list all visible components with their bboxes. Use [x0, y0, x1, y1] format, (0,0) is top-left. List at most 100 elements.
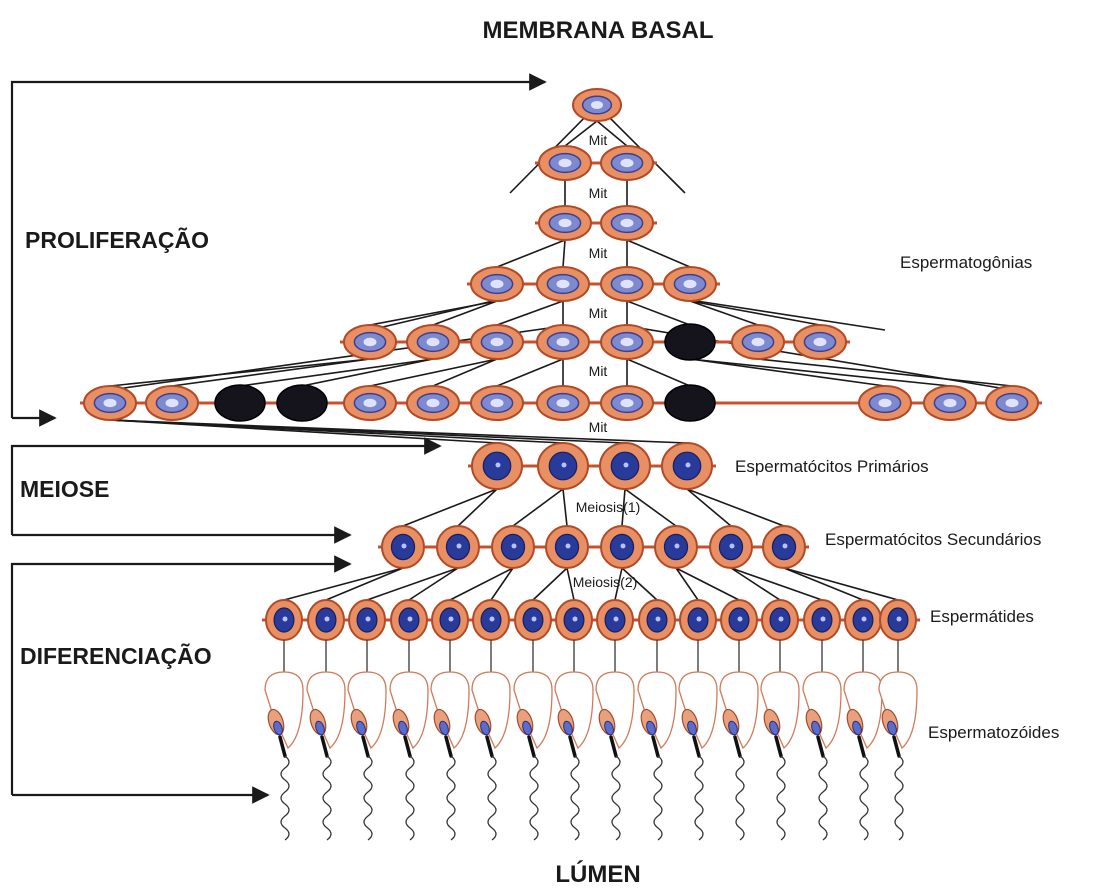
spermatid-cell — [679, 599, 717, 641]
lineage-line — [532, 567, 568, 601]
spermatozoon — [264, 640, 304, 841]
lineage-line — [408, 567, 459, 601]
spermatozoon — [802, 640, 842, 841]
lineage-line — [512, 488, 564, 527]
lineage-line — [689, 358, 886, 387]
spermatid-cell — [720, 599, 758, 641]
spermatogonium-cell — [536, 385, 590, 421]
lineage-line — [689, 300, 821, 326]
spermatogonium-cell — [600, 266, 654, 302]
lineage-line — [496, 239, 566, 268]
division-label-mitosis: Mit — [589, 305, 608, 321]
spermatozoon — [513, 640, 553, 841]
spermatogonium-cell — [600, 205, 654, 241]
spermatogonium-cell — [858, 385, 912, 421]
secondary-spermatocyte-cell — [762, 525, 806, 569]
spermatogonium-cell — [470, 266, 524, 302]
lineage-line — [614, 567, 623, 601]
lineage-line — [675, 567, 699, 601]
lineage-line — [626, 300, 691, 326]
lineage-line — [449, 567, 514, 601]
spermatozoon — [471, 640, 511, 841]
lineage-line — [621, 488, 626, 527]
spermatogonium-cell — [538, 145, 592, 181]
secondary-spermatocyte-cell — [436, 525, 480, 569]
bracket-arrow-to-basal — [10, 73, 547, 418]
division-label-mitosis: Mit — [589, 185, 608, 201]
spermatid-cell — [514, 599, 552, 641]
spermatozoon — [878, 640, 918, 841]
degenerating-cell — [276, 384, 328, 422]
spermatozoon — [678, 640, 718, 841]
lineage-line — [689, 300, 759, 326]
spermatogonium-cell — [536, 324, 590, 360]
spermatid-cell — [879, 599, 917, 641]
lineage-line — [402, 488, 498, 527]
lineage-line — [783, 567, 899, 601]
lineage-line — [686, 488, 732, 527]
spermatozoon — [389, 640, 429, 841]
spermatozoon — [843, 640, 883, 841]
lineage-line — [783, 567, 864, 601]
degenerating-cell — [664, 384, 716, 422]
lineage-line — [566, 567, 575, 601]
lineage-line — [626, 239, 691, 268]
spermatozoon — [719, 640, 759, 841]
lineage-line — [689, 299, 886, 331]
lineage-line — [366, 567, 459, 601]
lineage-line — [490, 567, 514, 601]
spermatogonium-cell — [600, 145, 654, 181]
bracket-arrow-differentiation-start — [10, 555, 352, 795]
secondary-spermatocyte-cell — [709, 525, 753, 569]
spermatogonium-cell — [663, 266, 717, 302]
spermatozoon — [760, 640, 800, 841]
lineage-line — [757, 358, 1013, 387]
spermatid-cell — [348, 599, 386, 641]
lineage-line — [675, 567, 740, 601]
spermatogonium-cell — [600, 324, 654, 360]
spermatogonium-cell — [406, 324, 460, 360]
spermatogonium-cell — [731, 324, 785, 360]
spermatozoon — [595, 640, 635, 841]
spermatogonium-cell — [470, 324, 524, 360]
degenerating-cell — [214, 384, 266, 422]
lineage-line — [689, 358, 951, 387]
primary-spermatocyte-cell — [537, 442, 589, 490]
spermatogonium-cell — [793, 324, 847, 360]
phase-label-meiosis: MEIOSE — [20, 476, 109, 502]
spermatid-cell — [803, 599, 841, 641]
primary-spermatocyte-cell — [599, 442, 651, 490]
title-top: MEMBRANA BASAL — [482, 17, 713, 44]
stage-label-spermatogonia: Espermatogônias — [900, 253, 1032, 272]
primary-spermatocyte-cell — [661, 442, 713, 490]
lineage-line — [283, 567, 404, 601]
spermatogonium-cell — [470, 385, 524, 421]
lineage-line — [171, 358, 371, 387]
lineage-line — [457, 488, 498, 527]
phase-label-differentiation: DIFERENCIAÇÃO — [20, 642, 212, 669]
spermatogonium-cell — [985, 385, 1039, 421]
cell-generations — [83, 88, 1039, 641]
spermatid-cell — [431, 599, 469, 641]
lineage-line — [496, 300, 564, 326]
spermatid-cell — [265, 599, 303, 641]
spermatogonium-cell — [600, 385, 654, 421]
spermatozoon — [554, 640, 594, 841]
lineage-line — [369, 358, 498, 387]
spermatogonium-cell — [83, 385, 137, 421]
spermatid-cell — [390, 599, 428, 641]
secondary-spermatocyte-cell — [654, 525, 698, 569]
secondary-spermatocyte-cell — [381, 525, 425, 569]
spermatozoon — [347, 640, 387, 841]
lineage-line — [564, 120, 598, 147]
lineage-line — [730, 567, 823, 601]
lineage-line — [626, 358, 691, 387]
lineage-line — [562, 239, 566, 268]
spermatid-cell — [307, 599, 345, 641]
division-label-mitosis: Mit — [589, 419, 608, 435]
division-label-mitosis: Mit — [589, 132, 608, 148]
lineage-line — [109, 419, 688, 444]
spermatid-cell — [638, 599, 676, 641]
division-label-mitosis: Mit — [589, 363, 608, 379]
